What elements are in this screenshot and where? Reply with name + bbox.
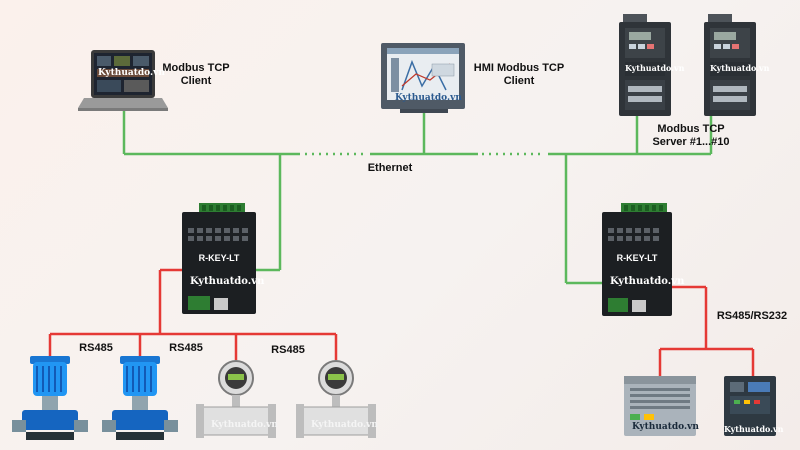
watermark-gateway-left: Kythuatdo.vn <box>190 276 265 287</box>
label-ethernet: Ethernet <box>367 162 413 174</box>
plc-1-icon <box>624 376 696 436</box>
hmi-panel-icon <box>381 43 465 113</box>
watermark-hmi: Kythuatdo.vn <box>395 93 462 103</box>
label-hmi-client: HMI Modbus TCP Client <box>473 62 565 87</box>
watermark-laptop: Kythuatdo.vn <box>98 68 165 78</box>
watermark-plc-1: Kythuatdo.vn <box>632 422 699 432</box>
vfd-server-2-icon <box>704 14 756 116</box>
flowmeter-1-icon <box>196 360 276 438</box>
gateway-right-model: R-KEY-LT <box>616 253 658 263</box>
serial-lines <box>48 268 755 378</box>
vfd-server-1-icon <box>619 14 671 116</box>
watermark-plc-2: Kythuatdo.vn <box>724 424 784 434</box>
watermark-vfd-2: Kythuatdo.vn <box>710 63 770 73</box>
gateway-left-model: R-KEY-LT <box>198 253 240 263</box>
pump-2-icon <box>102 356 178 440</box>
pump-1-icon <box>12 356 88 440</box>
watermark-gateway-right: Kythuatdo.vn <box>610 276 685 287</box>
ethernet-bus <box>122 110 713 285</box>
watermark-vfd-1: Kythuatdo.vn <box>625 63 685 73</box>
label-rs485-a: RS485 <box>79 342 113 354</box>
laptop-icon <box>78 50 168 111</box>
flowmeter-2-icon <box>296 360 376 438</box>
label-pc-client: Modbus TCP Client <box>162 62 230 87</box>
watermark-flowmeter-2: Kythuatdo.vn <box>311 420 378 430</box>
gateway-right-icon <box>602 203 672 316</box>
plc-2-icon <box>724 376 776 436</box>
gateway-left-icon <box>182 203 256 314</box>
watermark-flowmeter-1: Kythuatdo.vn <box>211 420 278 430</box>
label-rs485-b: RS485 <box>169 342 203 354</box>
label-rs485-rs232: RS485/RS232 <box>716 310 788 322</box>
label-rs485-c: RS485 <box>271 344 305 356</box>
label-servers: Modbus TCP Server #1...#10 <box>652 123 730 148</box>
